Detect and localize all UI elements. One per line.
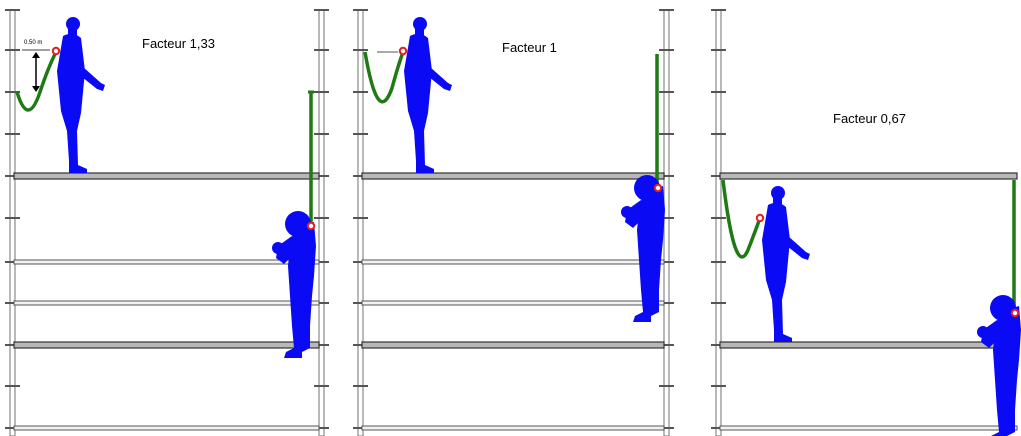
scaffold-ledger bbox=[13, 425, 320, 431]
scaffold-ledger bbox=[13, 259, 320, 265]
worker-falling bbox=[621, 175, 665, 322]
scaffold-ledger bbox=[361, 300, 665, 306]
scaffold-panel-1 bbox=[5, 9, 329, 436]
dimension-label: 0.50 m bbox=[24, 40, 43, 46]
attachment-point bbox=[398, 46, 408, 56]
scaffold-standard-left bbox=[715, 9, 722, 436]
scaffold-deck bbox=[13, 341, 320, 349]
lanyard-rope bbox=[15, 51, 58, 112]
arrow-head-icon bbox=[32, 86, 40, 92]
scaffold-panel-3 bbox=[711, 9, 1018, 436]
arrow-head-icon bbox=[32, 52, 40, 58]
attachment-point bbox=[51, 46, 61, 56]
worker-standing bbox=[762, 186, 810, 342]
scaffold-standard-right bbox=[663, 9, 670, 436]
scaffold-ledger bbox=[13, 300, 320, 306]
scaffold-standard-right bbox=[318, 9, 325, 436]
attachment-point bbox=[755, 213, 765, 223]
scaffold-deck bbox=[361, 341, 665, 349]
lanyard-rope bbox=[721, 179, 762, 259]
scaffold-standard-left bbox=[357, 9, 364, 436]
panel-label-2: Facteur 1 bbox=[502, 40, 557, 55]
scaffold-deck bbox=[13, 172, 320, 180]
attachment-point bbox=[1010, 308, 1020, 318]
scaffold-deck bbox=[361, 172, 665, 180]
lanyard-rope bbox=[363, 51, 405, 104]
scaffold-ledger bbox=[361, 425, 665, 431]
worker-standing bbox=[57, 17, 105, 173]
worker-falling bbox=[272, 211, 316, 358]
scaffold-ledger bbox=[719, 425, 1018, 431]
attachment-point bbox=[653, 183, 663, 193]
panel-label-3: Facteur 0,67 bbox=[833, 111, 906, 126]
attachment-point bbox=[306, 221, 316, 231]
scaffold-ledger bbox=[361, 259, 665, 265]
scaffold-panel-2 bbox=[353, 9, 674, 436]
scaffold-deck bbox=[719, 341, 1018, 349]
scaffold-standard-left bbox=[9, 9, 16, 436]
panel-label-1: Facteur 1,33 bbox=[142, 36, 215, 51]
worker-standing bbox=[404, 17, 452, 173]
scaffold-deck bbox=[719, 172, 1018, 180]
